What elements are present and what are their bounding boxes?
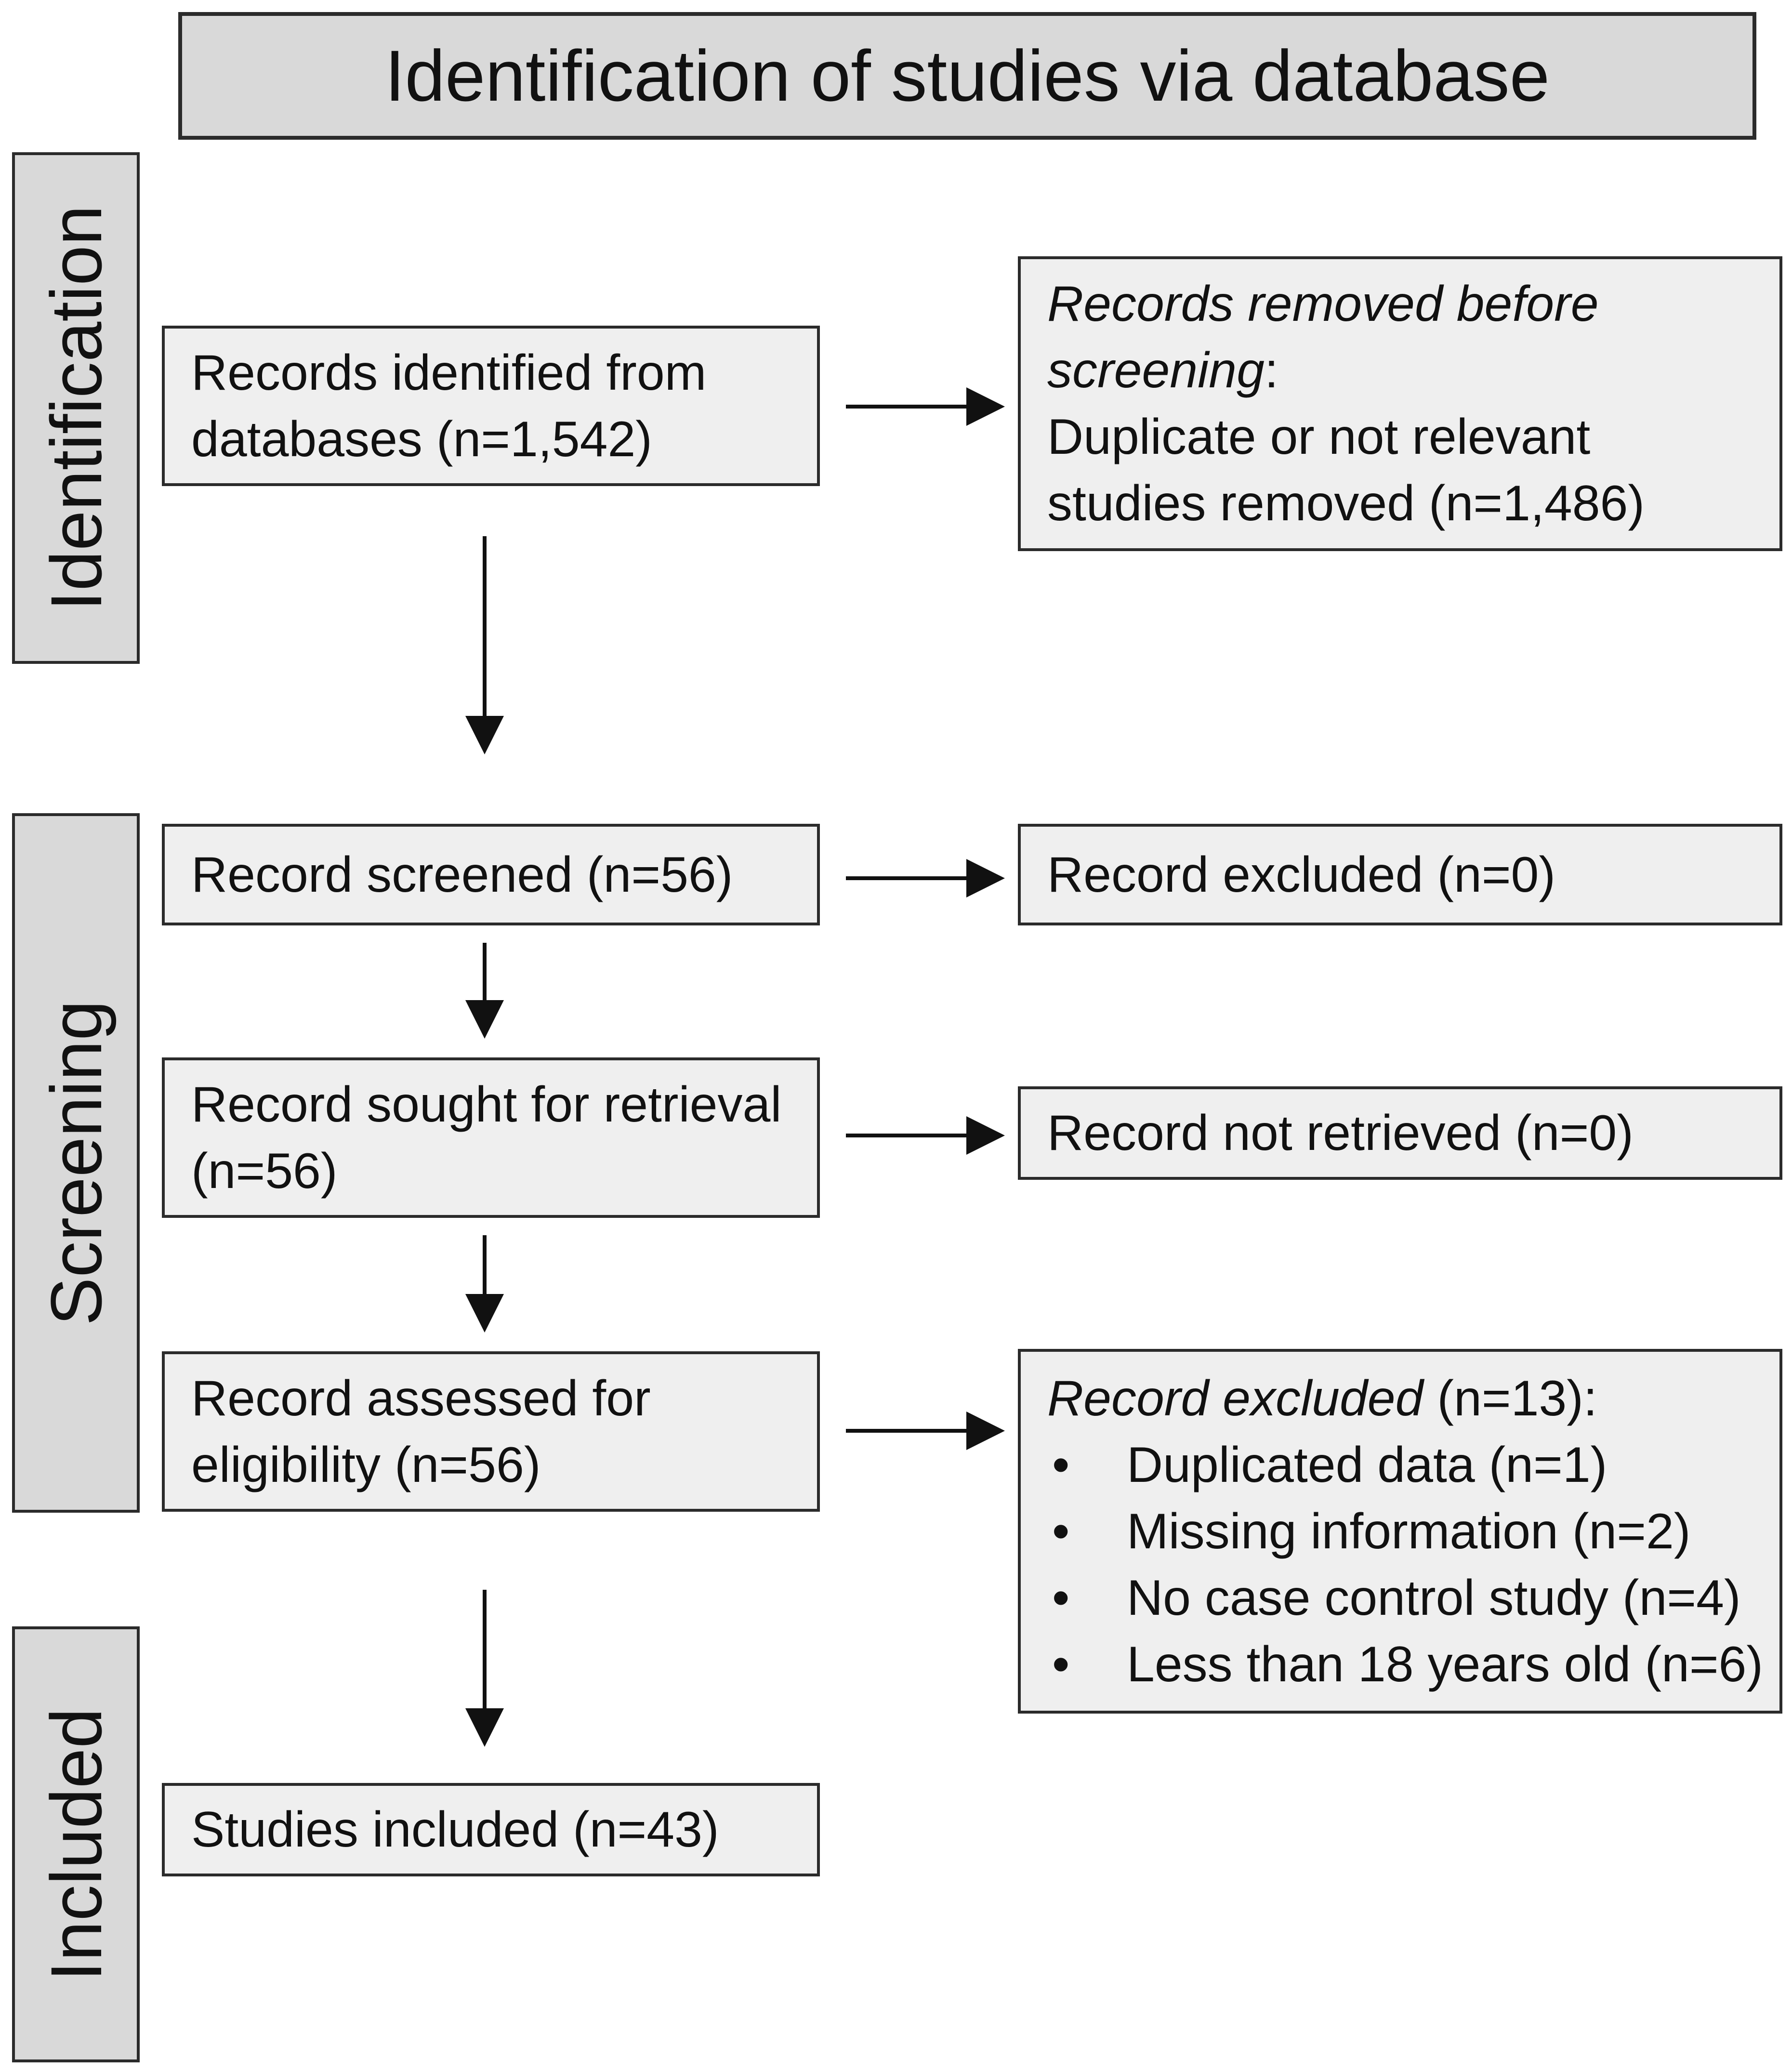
records-not-retrieved-box: Record not retrieved (n=0)	[1018, 1086, 1782, 1180]
phase-screening-label: Screening	[35, 1000, 117, 1326]
records-identified-box: Records identified from databases (n=1,5…	[162, 326, 820, 486]
exclusion-reason-item: • Missing information (n=2)	[1047, 1498, 1779, 1565]
exclusion-reason-text: Less than 18 years old (n=6)	[1127, 1636, 1764, 1692]
records-not-retrieved-text: Record not retrieved (n=0)	[1047, 1105, 1634, 1161]
records-removed-line-3: Duplicate or not relevant	[1047, 409, 1591, 465]
records-assessed-box: Record assessed for eligibility (n=56)	[162, 1351, 820, 1512]
records-identified-line-2: databases (n=1,542)	[191, 411, 652, 467]
exclusion-reason-item: • Less than 18 years old (n=6)	[1047, 1631, 1779, 1698]
records-assessed-line-1: Record assessed for	[191, 1370, 651, 1426]
records-identified-line-1: Records identified from	[191, 344, 707, 401]
exclusion-reasons-list: • Duplicated data (n=1) • Missing inform…	[1047, 1432, 1779, 1698]
records-excluded-eligibility-box: Record excluded (n=13): • Duplicated dat…	[1018, 1349, 1782, 1714]
exclusion-reason-item: • No case control study (n=4)	[1047, 1565, 1779, 1631]
phase-included-label: Included	[35, 1707, 117, 1981]
studies-included-box: Studies included (n=43)	[162, 1783, 820, 1876]
records-removed-box: Records removed before screening: Duplic…	[1018, 256, 1782, 551]
exclusion-reason-text: No case control study (n=4)	[1127, 1570, 1741, 1626]
phase-identification: Identification	[12, 152, 140, 664]
records-excluded-screen-text: Record excluded (n=0)	[1047, 846, 1556, 903]
phase-identification-label: Identification	[35, 205, 117, 611]
records-sought-box: Record sought for retrieval (n=56)	[162, 1057, 820, 1218]
phase-included: Included	[12, 1626, 140, 2062]
studies-included-text: Studies included (n=43)	[191, 1802, 719, 1858]
records-removed-line-4: studies removed (n=1,486)	[1047, 475, 1645, 531]
excluded-eligibility-count: (n=13):	[1423, 1370, 1597, 1426]
bullet-icon: •	[1052, 1503, 1070, 1559]
records-screened-box: Record screened (n=56)	[162, 824, 820, 925]
bullet-icon: •	[1052, 1437, 1070, 1493]
exclusion-reason-text: Duplicated data (n=1)	[1127, 1437, 1608, 1493]
bullet-icon: •	[1052, 1570, 1070, 1626]
excluded-eligibility-heading: Record excluded	[1047, 1370, 1423, 1426]
records-screened-text: Record screened (n=56)	[191, 846, 733, 903]
exclusion-reason-item: • Duplicated data (n=1)	[1047, 1432, 1779, 1498]
records-removed-heading-2: screening	[1047, 343, 1265, 398]
records-assessed-line-2: eligibility (n=56)	[191, 1437, 541, 1493]
bullet-icon: •	[1052, 1636, 1070, 1692]
records-excluded-screen-box: Record excluded (n=0)	[1018, 824, 1782, 925]
records-sought-line-2: (n=56)	[191, 1143, 338, 1199]
diagram-title: Identification of studies via database	[178, 12, 1756, 140]
exclusion-reason-text: Missing information (n=2)	[1127, 1503, 1691, 1559]
records-sought-line-1: Record sought for retrieval	[191, 1076, 782, 1133]
records-removed-heading-1: Records removed before	[1047, 276, 1599, 332]
records-removed-heading-colon: :	[1264, 343, 1278, 398]
diagram-title-text: Identification of studies via database	[384, 35, 1550, 116]
phase-screening: Screening	[12, 813, 140, 1513]
